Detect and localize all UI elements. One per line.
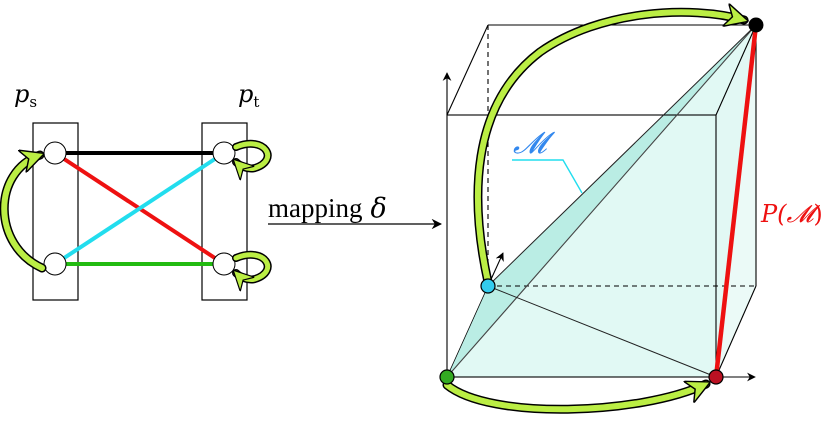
diag-cyan-black bbox=[487, 24, 757, 287]
ps-partition-box bbox=[32, 122, 79, 301]
vertex-cyan bbox=[480, 278, 496, 294]
pt-partition-box bbox=[201, 122, 248, 301]
pt-label: pt bbox=[238, 80, 259, 111]
vertex-black bbox=[748, 17, 764, 33]
diag-green-black bbox=[446, 24, 757, 378]
manifold-label: 𝓜 bbox=[513, 126, 556, 161]
p-of-m-label: P(𝓜) bbox=[760, 200, 823, 228]
cube-front-face bbox=[446, 114, 717, 378]
self-loop-bottom-fill bbox=[236, 252, 270, 280]
manifold-pointer bbox=[512, 159, 583, 194]
cube-hidden-depth bbox=[446, 285, 489, 378]
ps-label: ps bbox=[14, 80, 37, 111]
node-ps-bottom bbox=[43, 252, 67, 276]
node-pt-bottom bbox=[212, 252, 236, 276]
vertex-red bbox=[708, 369, 724, 385]
cube-edge-tr bbox=[715, 24, 757, 116]
cube-arrow-bottom-fill bbox=[444, 384, 706, 413]
self-loop-top-fill bbox=[236, 141, 270, 169]
polytope-cube: 𝓜 P(𝓜) bbox=[439, 12, 823, 414]
node-pt-top bbox=[212, 141, 236, 165]
cube-edge-br bbox=[715, 285, 757, 378]
vertex-green bbox=[439, 369, 455, 385]
cube-arrow-top-fill bbox=[474, 12, 744, 285]
swap-arrow-fill bbox=[1, 155, 42, 271]
bipartite-graph: ps pt bbox=[0, 80, 272, 301]
p-of-m-edge bbox=[713, 24, 759, 378]
node-ps-top bbox=[43, 141, 67, 165]
edge-cyan bbox=[53, 151, 226, 266]
cube-edge-tl bbox=[446, 24, 489, 116]
diag-cyan-red bbox=[487, 285, 717, 378]
